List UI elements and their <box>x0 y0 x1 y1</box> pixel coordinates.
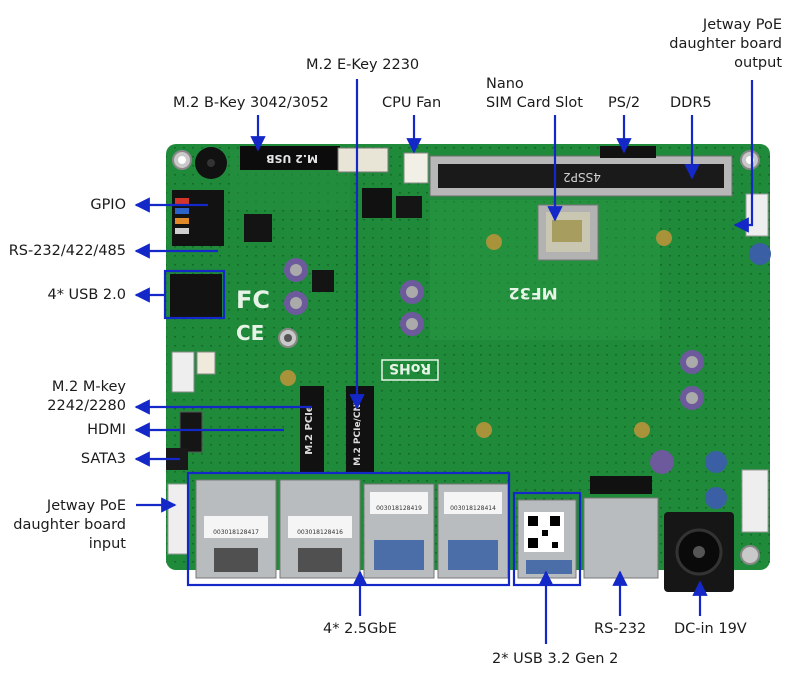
ce-mark: CE <box>236 321 264 345</box>
connector <box>741 469 769 533</box>
label-gpio: GPIO <box>90 197 126 213</box>
fcc-mark: FC <box>236 286 270 314</box>
label-m2-mkey-line1: M.2 M-key <box>51 379 126 395</box>
label-m2-mkey-line2: 2242/2280 <box>47 398 126 414</box>
lan-label: 003018128419 <box>376 505 422 512</box>
usb32-ports <box>517 499 577 579</box>
label-m2-ekey: M.2 E-Key 2230 <box>306 57 420 73</box>
m2-pcie-cnvi-silk: M.2 PCIe/CNVi <box>353 394 363 466</box>
label-m2-bkey: M.2 B-Key 3042/3052 <box>173 95 329 111</box>
m2-ekey-slot <box>337 147 389 173</box>
label-cpu-fan: CPU Fan <box>382 95 442 111</box>
label-gbe: 4* 2.5GbE <box>323 621 397 637</box>
mounting-holes <box>172 150 760 565</box>
chip <box>362 188 392 218</box>
m2-bkey-slot: M.2 USB <box>240 146 340 170</box>
label-dcin: DC-in 19V <box>674 621 747 637</box>
cpu-fan-header <box>403 152 429 184</box>
connector <box>171 351 195 393</box>
poe-output-connector <box>745 193 769 237</box>
label-nano-sim-line1: Nano <box>486 76 524 92</box>
chip <box>396 196 422 218</box>
hdmi-port <box>179 411 203 453</box>
m2-usb-silk: M.2 USB <box>266 152 318 165</box>
ddr5-slot: 4SSP2 <box>429 155 733 197</box>
label-poe-out-line2: daughter board <box>669 36 782 52</box>
dc-jack <box>664 512 734 592</box>
lan-label: 003018128417 <box>213 529 259 536</box>
label-poe-in-line3: input <box>88 536 126 552</box>
standoffs <box>280 230 672 438</box>
lan-label: 003018128416 <box>297 529 343 536</box>
usb20-header <box>170 274 222 318</box>
lan-label: 003018128414 <box>450 505 496 512</box>
label-poe-out-line3: output <box>734 55 782 71</box>
label-poe-out-line1: Jetway PoE <box>702 17 782 33</box>
rs232-port <box>583 476 659 579</box>
capacitors <box>284 243 771 509</box>
label-nano-sim-line2: SIM Card Slot <box>486 95 583 111</box>
rohs-mark: RoHS <box>389 360 431 376</box>
chip <box>312 270 334 292</box>
label-sata3: SATA3 <box>80 451 126 467</box>
chip <box>244 214 272 242</box>
label-usb32: 2* USB 3.2 Gen 2 <box>492 651 619 667</box>
gbe-highlight <box>186 471 511 587</box>
label-poe-in-line1: Jetway PoE <box>46 498 126 514</box>
arrow-poe-out <box>733 80 754 233</box>
label-ps2: PS/2 <box>608 95 641 111</box>
nano-sim-slot <box>537 204 599 261</box>
label-poe-in-line2: daughter board <box>13 517 126 533</box>
ps2-header <box>600 146 656 158</box>
gpio-header <box>172 190 224 246</box>
m2-pcie-cnvi-slot: M.2 PCIe/CNVi <box>346 386 374 474</box>
label-hdmi: HDMI <box>87 422 126 438</box>
label-ddr5: DDR5 <box>670 95 712 111</box>
poe-input-connector <box>167 483 189 555</box>
callout-arrows <box>134 79 754 644</box>
label-rs232-422-485: RS-232/422/485 <box>8 243 126 259</box>
label-usb20: 4* USB 2.0 <box>47 287 126 303</box>
connector <box>196 351 216 375</box>
ddr-slot-silk: 4SSP2 <box>563 170 601 184</box>
model-silk: MF32 <box>508 284 557 303</box>
m2-mkey-slot: M.2 PCIe <box>300 386 324 474</box>
m2-pcie-silk: M.2 PCIe <box>304 405 315 455</box>
label-rs232: RS-232 <box>594 621 647 637</box>
lan-ports: 003018128417 003018128416 003018128419 0… <box>195 479 509 579</box>
